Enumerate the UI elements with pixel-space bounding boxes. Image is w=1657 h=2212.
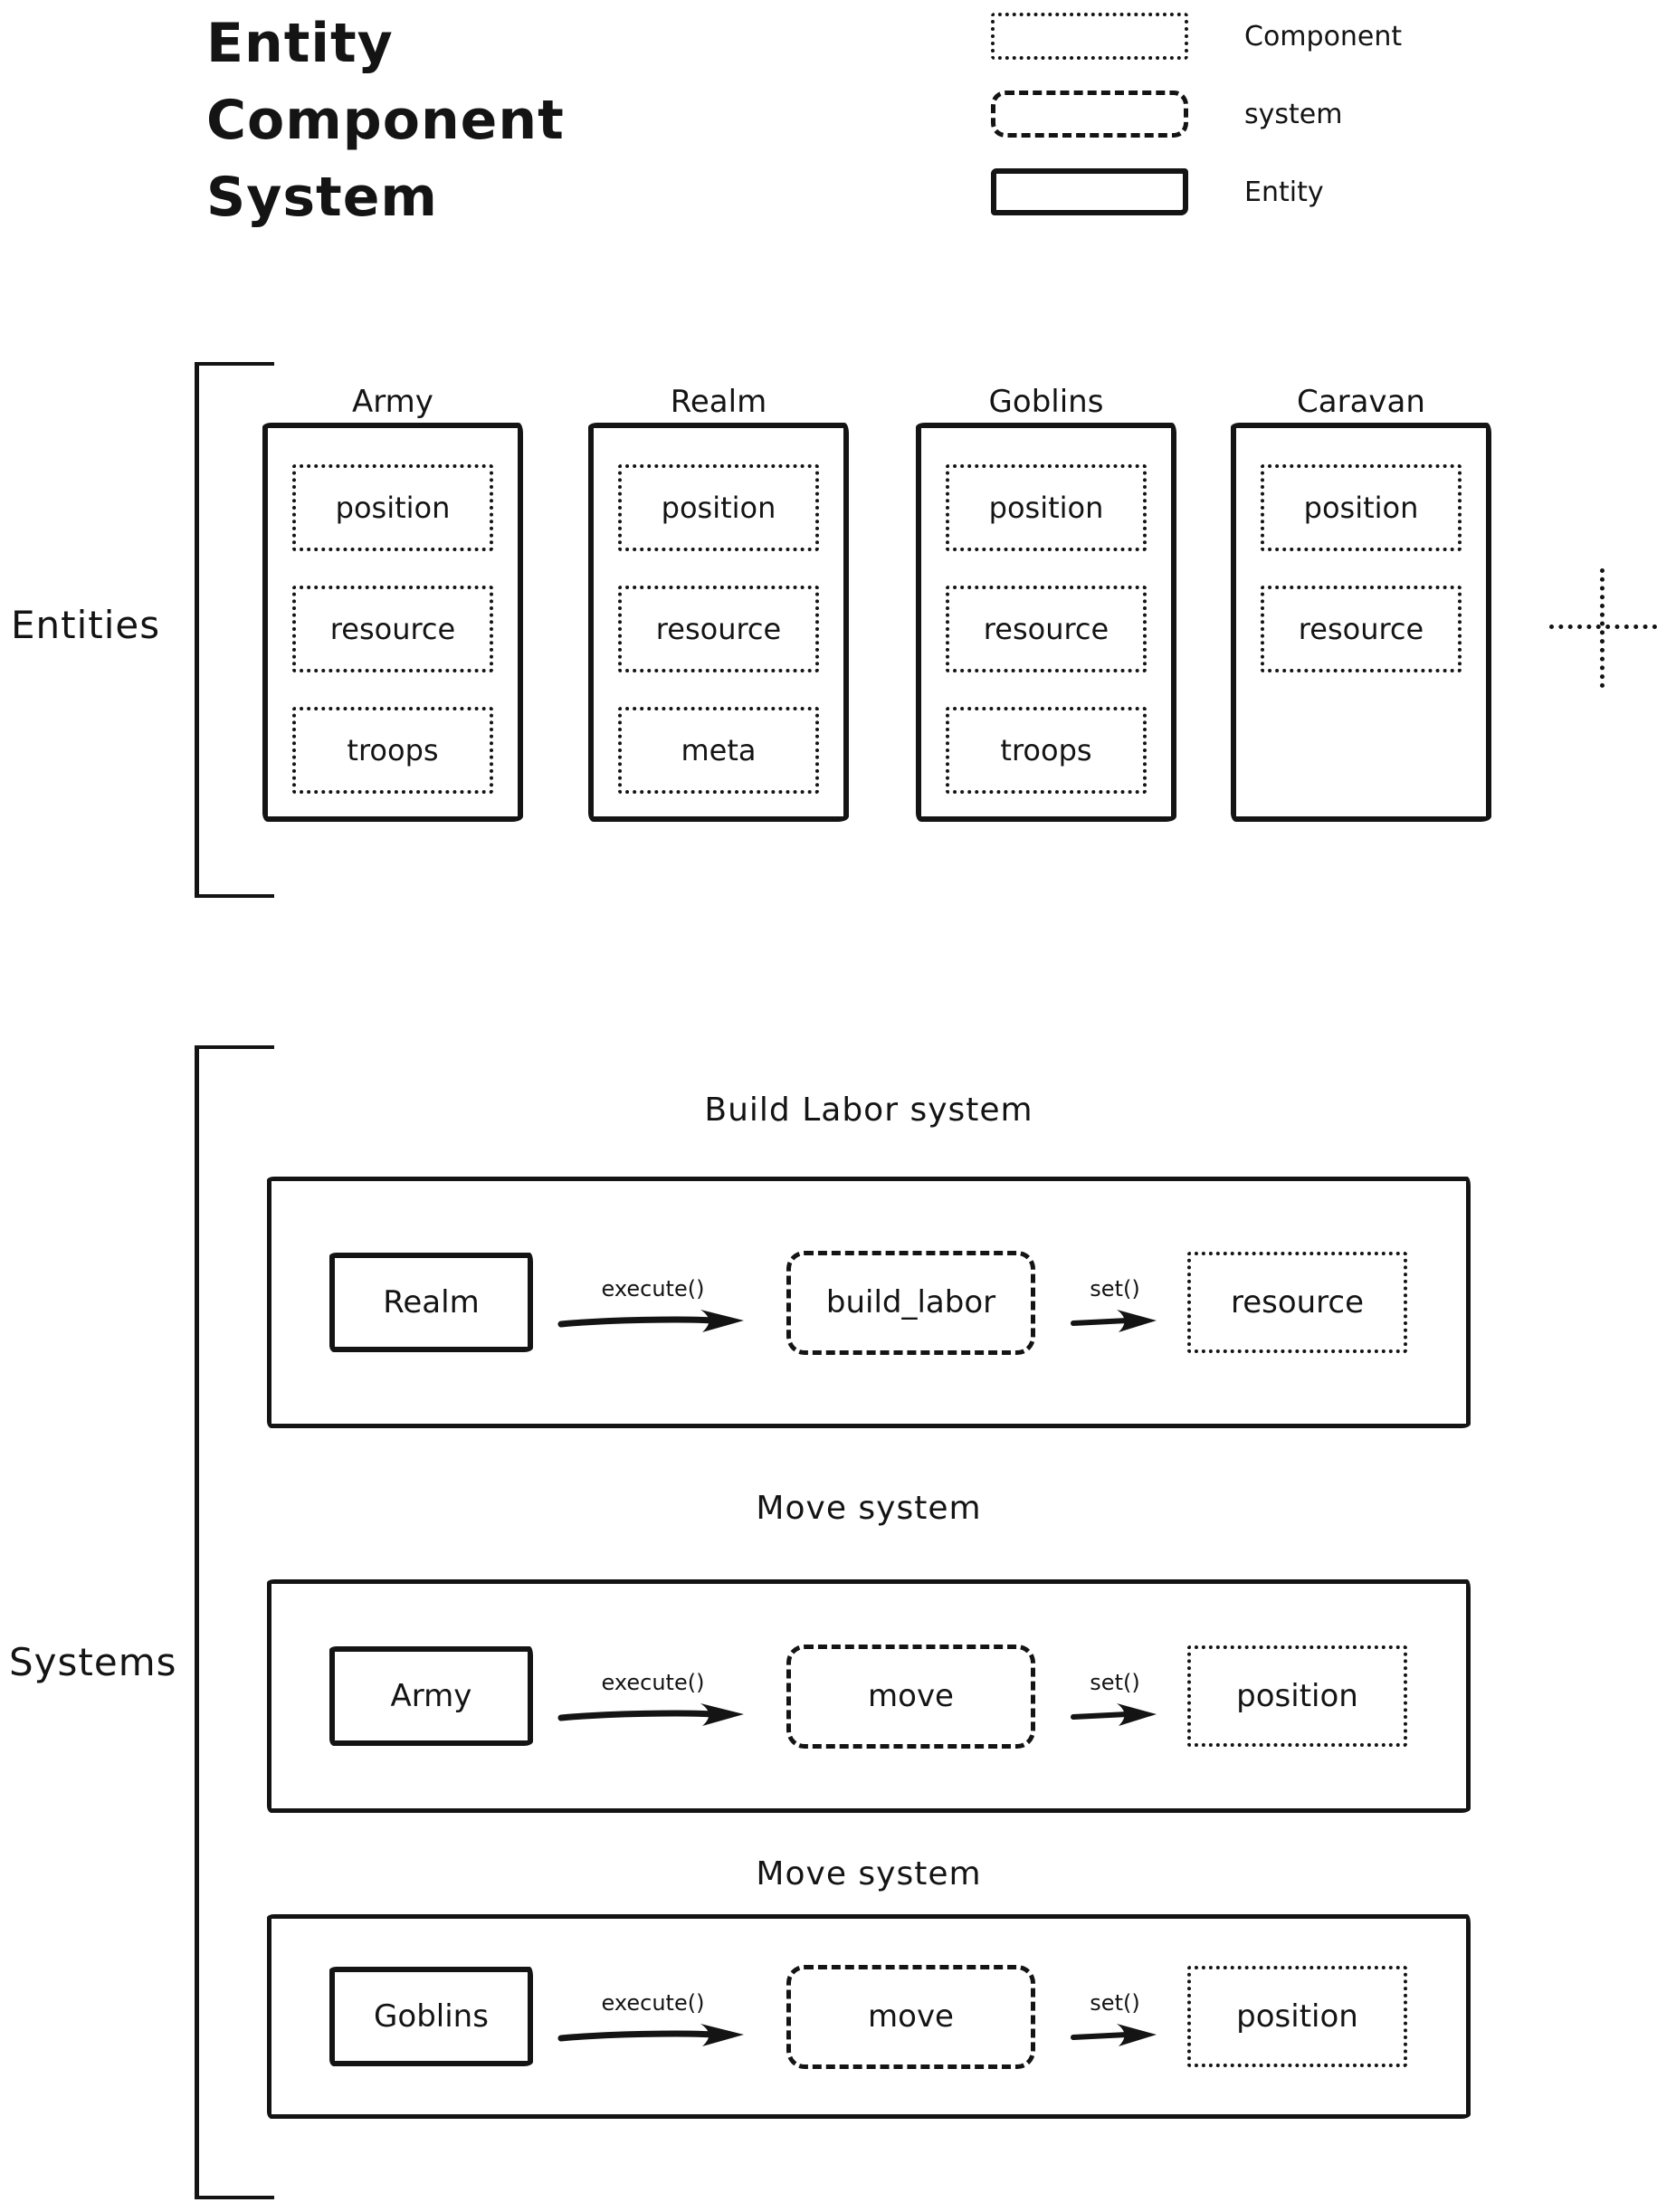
- arrow-label: set(): [1090, 1990, 1140, 2016]
- component-box: position: [1187, 1645, 1407, 1747]
- systems-bracket: [195, 1045, 274, 2199]
- arrow-label: execute(): [601, 1990, 705, 2016]
- legend-label-system: system: [1244, 98, 1343, 130]
- legend-row-system: system: [991, 91, 1402, 138]
- system-title-move-goblins: Move system: [756, 1855, 982, 1893]
- component-box: position: [1261, 464, 1462, 551]
- arrow-right-icon: [1071, 1703, 1157, 1726]
- system-box: build_labor: [786, 1250, 1035, 1355]
- entity-card-army: position resource troops: [262, 423, 523, 822]
- entity-box: Army: [329, 1646, 533, 1746]
- component-box: resource: [1261, 586, 1462, 672]
- entity-column-caravan: Caravan position resource: [1231, 381, 1491, 822]
- component-box: position: [292, 464, 493, 551]
- system-container-move-army: Army execute() move set() position: [267, 1579, 1471, 1813]
- entity-box: Realm: [329, 1253, 533, 1352]
- execute-arrow: execute(): [556, 1664, 750, 1728]
- component-box: resource: [1187, 1252, 1407, 1353]
- entity-title: Caravan: [1297, 384, 1425, 420]
- arrow-label: set(): [1090, 1670, 1140, 1695]
- entity-card-realm: position resource meta: [588, 423, 849, 822]
- component-box: position: [1187, 1966, 1407, 2067]
- component-box: meta: [618, 707, 819, 794]
- entity-swatch-icon: [991, 168, 1188, 215]
- title-line-2: Component: [206, 89, 565, 153]
- legend-label-component: Component: [1244, 20, 1403, 52]
- system-container-build-labor: Realm execute() build_labor set() resour…: [267, 1177, 1471, 1428]
- entity-title: Army: [352, 384, 433, 420]
- entity-column-goblins: Goblins position resource troops: [916, 381, 1176, 822]
- system-box: move: [786, 1964, 1035, 2069]
- diagram-title: Entity Component System: [206, 5, 565, 237]
- set-arrow: set(): [1070, 1664, 1160, 1728]
- system-title-build-labor: Build Labor system: [704, 1092, 1033, 1129]
- title-line-3: System: [206, 166, 438, 230]
- set-arrow: set(): [1070, 1985, 1160, 2048]
- entity-title: Realm: [670, 384, 767, 420]
- component-box: resource: [618, 586, 819, 672]
- title-line-1: Entity: [206, 12, 394, 75]
- plus-icon: [1549, 568, 1657, 688]
- systems-section-label: Systems: [9, 1640, 177, 1684]
- component-swatch-icon: [991, 13, 1188, 60]
- entity-card-goblins: position resource troops: [916, 423, 1176, 822]
- entity-title: Goblins: [988, 384, 1104, 420]
- arrow-label: execute(): [601, 1276, 705, 1301]
- system-container-move-goblins: Goblins execute() move set() position: [267, 1914, 1471, 2119]
- system-title-move-army: Move system: [756, 1490, 982, 1527]
- arrow-right-icon: [557, 2024, 744, 2046]
- component-box: position: [946, 464, 1147, 551]
- component-box: troops: [946, 707, 1147, 794]
- entities-section-label: Entities: [11, 603, 161, 647]
- component-box: resource: [946, 586, 1147, 672]
- arrow-right-icon: [557, 1310, 744, 1332]
- set-arrow: set(): [1070, 1271, 1160, 1334]
- arrow-right-icon: [1071, 2024, 1157, 2046]
- entity-column-army: Army position resource troops: [262, 381, 523, 822]
- entity-box: Goblins: [329, 1967, 533, 2066]
- component-box: troops: [292, 707, 493, 794]
- execute-arrow: execute(): [556, 1985, 750, 2048]
- plus-icon-horizontal-bar: [1549, 625, 1657, 629]
- entity-column-realm: Realm position resource meta: [588, 381, 849, 822]
- legend-row-entity: Entity: [991, 168, 1402, 215]
- legend: Component system Entity: [991, 13, 1402, 246]
- arrow-right-icon: [1071, 1310, 1157, 1332]
- system-swatch-icon: [991, 91, 1188, 138]
- legend-row-component: Component: [991, 13, 1402, 60]
- legend-label-entity: Entity: [1244, 176, 1324, 208]
- arrow-label: set(): [1090, 1276, 1140, 1301]
- component-box: position: [618, 464, 819, 551]
- entities-bracket: [195, 362, 274, 898]
- arrow-right-icon: [557, 1703, 744, 1726]
- system-box: move: [786, 1644, 1035, 1749]
- arrow-label: execute(): [601, 1670, 705, 1695]
- execute-arrow: execute(): [556, 1271, 750, 1334]
- entity-card-caravan: position resource: [1231, 423, 1491, 822]
- component-box: resource: [292, 586, 493, 672]
